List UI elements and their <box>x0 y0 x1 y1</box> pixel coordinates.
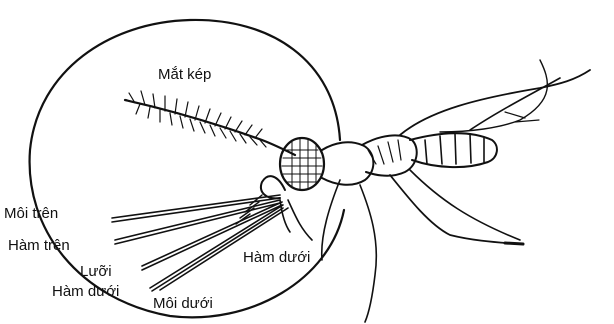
legs <box>322 78 560 322</box>
label-compound-eye: Mắt kép <box>158 67 211 82</box>
label-upper-jaw: Hàm trên <box>8 238 70 253</box>
mosquito-body <box>322 60 590 185</box>
label-lower-lip: Môi dưới <box>153 296 213 311</box>
mouthparts <box>112 176 312 291</box>
label-lower-jaw-left: Hàm dưới <box>52 284 119 299</box>
antenna <box>125 91 295 155</box>
label-upper-lip: Môi trên <box>4 206 58 221</box>
label-tongue: Lưỡi <box>80 264 112 279</box>
compound-eye <box>280 138 324 190</box>
label-lower-jaw-right: Hàm dưới <box>243 250 310 265</box>
